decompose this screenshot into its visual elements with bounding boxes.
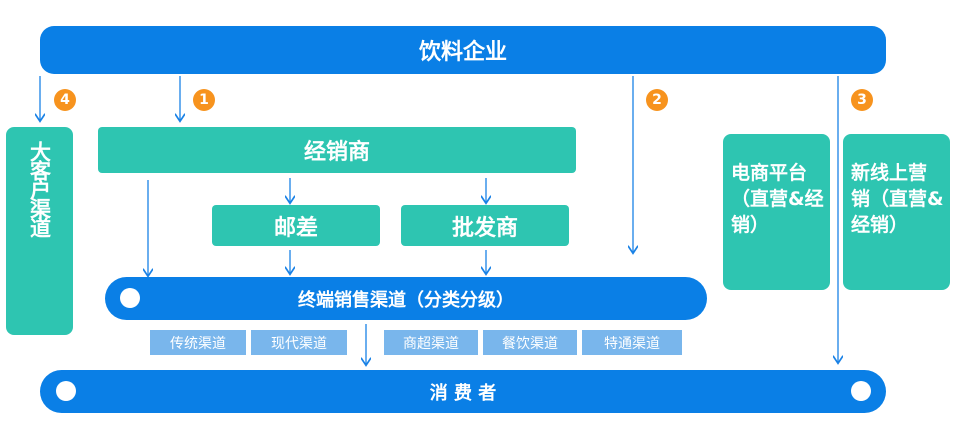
- chip-supermarket: 商超渠道: [384, 330, 478, 355]
- chip-catering: 餐饮渠道: [483, 330, 577, 355]
- badge-3: 3: [851, 89, 873, 111]
- consumer-bar-dot-left: [56, 381, 76, 401]
- postal-box: 邮差: [212, 205, 380, 246]
- postal-label: 邮差: [273, 215, 318, 241]
- wholesaler-label: 批发商: [451, 215, 518, 241]
- consumer-bar-dot-right: [851, 381, 871, 401]
- ecommerce-platform-box: 电商平台（直营&经销）: [723, 134, 830, 290]
- chip-traditional: 传统渠道: [150, 330, 246, 355]
- key-account-channel-box: 大客户渠道: [6, 127, 73, 335]
- beverage-company-label: 饮料企业: [418, 40, 507, 65]
- ecommerce-platform-label: 电商平台（直营&经销）: [731, 162, 824, 236]
- terminal-channel-bar: 终端销售渠道（分类分级）: [105, 277, 707, 320]
- badge-4: 4: [54, 89, 76, 111]
- wholesaler-box: 批发商: [401, 205, 569, 246]
- chip-special: 特通渠道: [582, 330, 682, 355]
- chip-modern: 现代渠道: [251, 330, 347, 355]
- consumer-bar: 消 费 者: [40, 370, 886, 413]
- distributor-box: 经销商: [98, 127, 576, 173]
- badge-1: 1: [193, 89, 215, 111]
- key-account-channel-label: 大客户渠道: [27, 141, 52, 236]
- terminal-channel-label: 终端销售渠道（分类分级）: [298, 289, 514, 311]
- new-online-marketing-label: 新线上营销（直营&经销）: [851, 162, 944, 236]
- new-online-marketing-box: 新线上营销（直营&经销）: [843, 134, 950, 290]
- beverage-company-bar: 饮料企业: [40, 26, 886, 74]
- terminal-bar-dot: [120, 288, 140, 308]
- badge-2: 2: [646, 89, 668, 111]
- distributor-label: 经销商: [303, 140, 370, 165]
- consumer-label: 消 费 者: [429, 382, 497, 404]
